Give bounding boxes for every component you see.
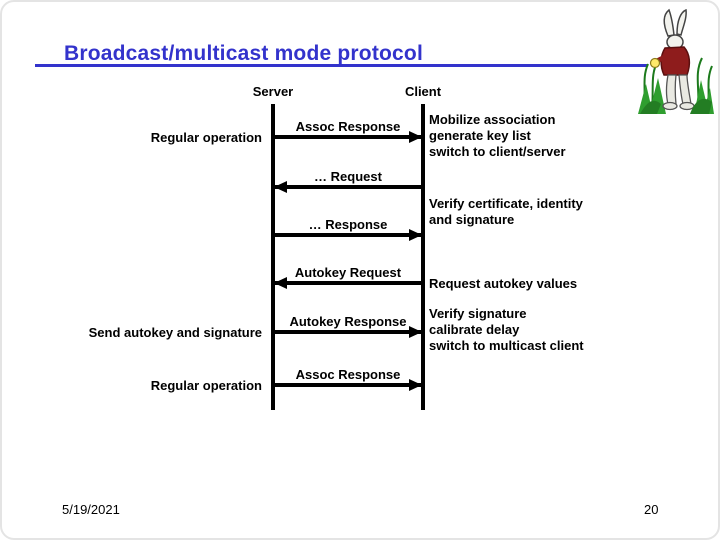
annotation-send-autokey-and-signature: Send autokey and signature xyxy=(88,325,262,340)
lifeline-label-server: Server xyxy=(252,84,294,99)
arrow-line xyxy=(275,233,421,237)
arrowhead-right-icon xyxy=(409,131,422,143)
message-label: … Response xyxy=(308,217,388,232)
message-request: … Request xyxy=(274,163,421,193)
arrow-line xyxy=(275,185,421,189)
client-lifeline xyxy=(421,104,425,410)
arrowhead-right-icon xyxy=(409,326,422,338)
annotation-verify-signature: Verify signature calibrate delay switch … xyxy=(429,306,584,353)
message-label: … Request xyxy=(314,169,382,184)
message-label: Assoc Response xyxy=(295,367,401,382)
arrow-line xyxy=(275,383,421,387)
arrow-line xyxy=(275,330,421,334)
message-label: Autokey Request xyxy=(294,265,402,280)
arrow-line xyxy=(275,135,421,139)
annotation-verify-certificate: Verify certificate, identity and signatu… xyxy=(429,196,583,227)
annotation-request-autokey-values: Request autokey values xyxy=(429,276,578,291)
arrowhead-left-icon xyxy=(274,277,287,289)
annotation-mobilize-association: Mobilize association generate key list s… xyxy=(429,112,566,159)
arrowhead-left-icon xyxy=(274,181,287,193)
lifeline-label-client: Client xyxy=(404,84,442,99)
annotation-regular-operation-1: Regular operation xyxy=(150,130,262,145)
message-autokey-request: Autokey Request xyxy=(274,259,421,289)
message-label: Assoc Response xyxy=(295,119,401,134)
annotation-regular-operation-2: Regular operation xyxy=(150,378,262,393)
server-lifeline xyxy=(271,104,275,410)
message-response: … Response xyxy=(275,211,422,241)
message-assoc-response-2: Assoc Response xyxy=(275,361,422,391)
footer-date: 5/19/2021 xyxy=(62,502,120,517)
arrowhead-right-icon xyxy=(409,229,422,241)
title-underline xyxy=(35,64,647,67)
white-rabbit-icon xyxy=(638,8,714,114)
message-assoc-response-1: Assoc Response xyxy=(275,113,422,143)
page-title: Broadcast/multicast mode protocol xyxy=(64,42,423,65)
message-autokey-response: Autokey Response xyxy=(275,308,422,338)
page-number: 20 xyxy=(644,502,659,517)
arrowhead-right-icon xyxy=(409,379,422,391)
message-label: Autokey Response xyxy=(289,314,407,329)
arrow-line xyxy=(275,281,421,285)
